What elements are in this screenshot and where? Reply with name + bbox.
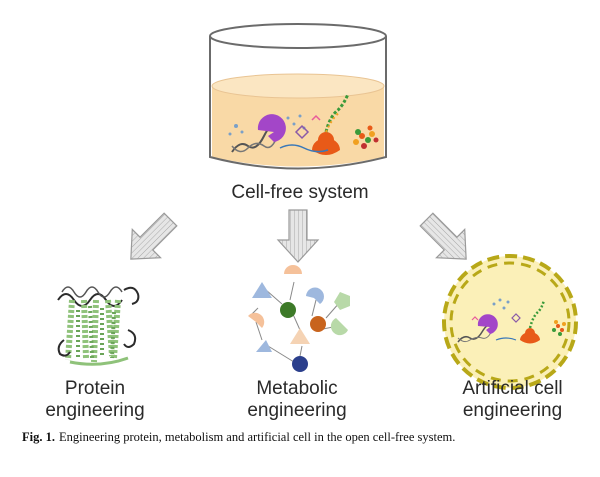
metabolic-engineering-line1: Metabolic <box>256 378 338 399</box>
artificial-cell-icon <box>442 254 578 390</box>
metabolite-blue-2 <box>256 340 272 352</box>
metabolite-navy-circle <box>292 356 308 372</box>
figure-caption-label: Fig. 1. <box>22 430 55 444</box>
metabolite-orange-circle <box>310 316 326 332</box>
figure-caption: Fig. 1.Engineering protein, metabolism a… <box>22 430 594 445</box>
protein-engineering-line2: engineering <box>45 400 145 421</box>
beaker-liquid-surface <box>211 73 385 99</box>
arrow-left <box>130 212 178 260</box>
trna-icon <box>294 124 310 140</box>
metabolite-blue-1 <box>306 287 324 304</box>
arrow-right <box>419 212 467 260</box>
metabolite-peach-1 <box>284 265 302 274</box>
artificial-cell-engineering-line1: Artificial cell <box>462 378 563 399</box>
cell-free-system-label: Cell-free system <box>231 182 369 203</box>
peptide-chain <box>324 93 350 133</box>
metabolic-engineering-label: Metabolic engineering <box>212 378 382 422</box>
folded-protein-icon <box>353 125 379 149</box>
protein-structure-icon <box>57 286 140 366</box>
beaker-rim <box>209 23 387 49</box>
metabolic-engineering-line2: engineering <box>247 400 347 421</box>
mrna-strand <box>279 144 329 153</box>
beaker-contents <box>228 93 379 155</box>
metabolite-green-circle <box>280 302 296 318</box>
metabolite-pale-green-2 <box>330 318 348 336</box>
metabolite-pale-green-1 <box>334 292 350 310</box>
arrow-center <box>276 209 320 263</box>
protein-engineering-label: Protein engineering <box>10 378 180 422</box>
metabolite-blue-triangle-1 <box>252 282 272 298</box>
beaker-body <box>209 36 387 170</box>
cell-membrane <box>442 254 578 390</box>
metabolite-peach-triangle <box>290 328 310 344</box>
artificial-cell-engineering-label: Artificial cell engineering <box>425 378 600 422</box>
artificial-cell-engineering-line2: engineering <box>462 400 563 421</box>
enzyme-purple-icon <box>257 114 286 142</box>
metabolite-peach-2 <box>248 312 265 328</box>
figure-caption-text: Engineering protein, metabolism and arti… <box>58 430 456 444</box>
metabolic-network-icon <box>248 265 350 372</box>
protein-engineering-line1: Protein <box>64 378 126 399</box>
